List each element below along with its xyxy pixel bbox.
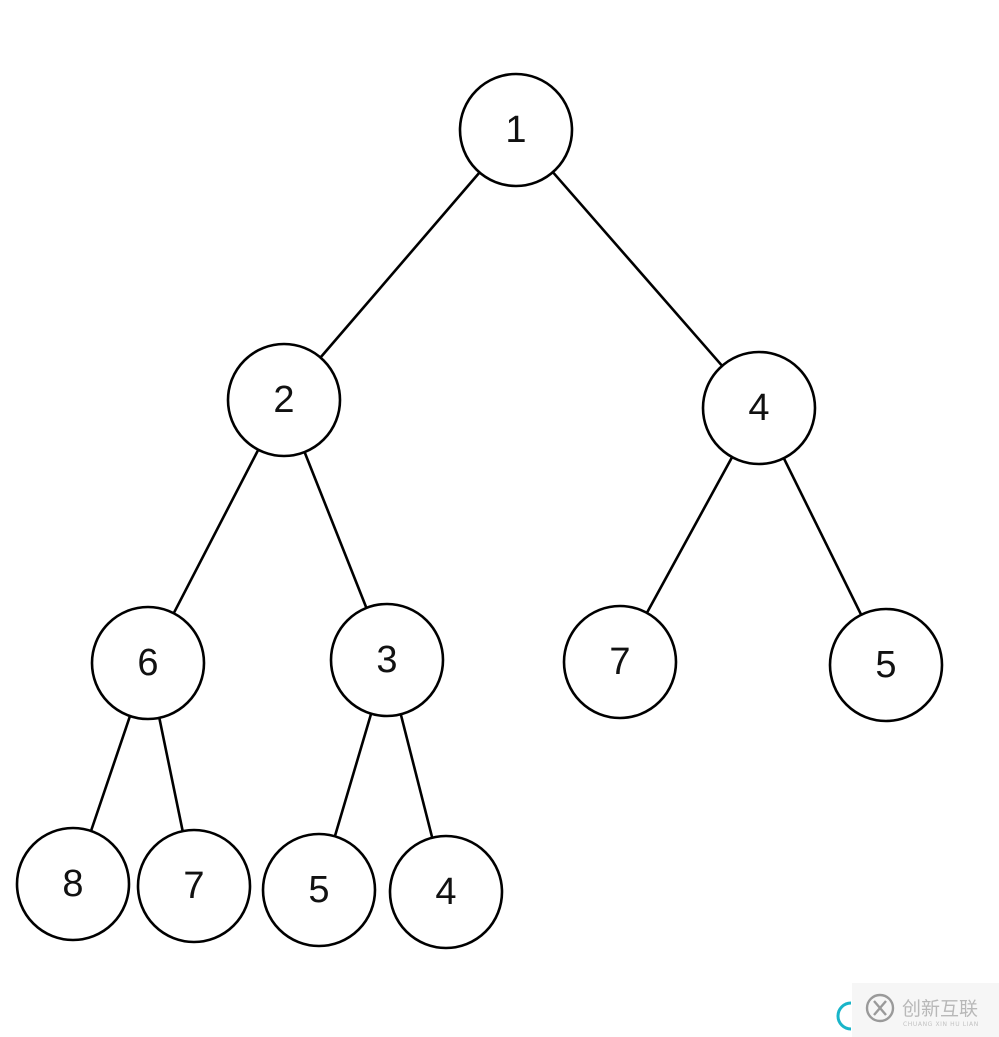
tree-node-circle xyxy=(261,832,377,948)
tree-node-circle xyxy=(329,602,445,718)
tree-edge-n3-n5b xyxy=(333,713,373,837)
tree-node-circle xyxy=(701,350,817,466)
tree-node: 1 xyxy=(458,72,574,188)
tree-node: 5 xyxy=(828,607,944,723)
tree-edge-n4a-n7a xyxy=(645,456,734,614)
tree-node: 7 xyxy=(562,604,678,720)
tree-edge-n2-n6 xyxy=(172,449,260,614)
tree-node-label: 5 xyxy=(308,869,329,911)
tree-node-label: 4 xyxy=(435,871,456,913)
watermark: 创新互联 CHUANG XIN HU LIAN xyxy=(836,983,999,1037)
tree-edge-n1-n4a xyxy=(551,171,724,367)
tree-edge-n3-n4b xyxy=(399,713,434,839)
tree-node: 5 xyxy=(261,832,377,948)
tree-edge-n6-n7b xyxy=(158,717,184,832)
tree-node-label: 6 xyxy=(137,642,158,684)
brand-logo-icon xyxy=(865,993,895,1023)
watermark-brand-subtext: CHUANG XIN HU LIAN xyxy=(903,1021,979,1028)
tree-nodes: 1 2 4 6 3 7 5 8 7 5 4 xyxy=(15,72,944,950)
tree-node-label: 5 xyxy=(875,644,896,686)
tree-node-circle xyxy=(226,342,342,458)
tree-node-label: 4 xyxy=(748,387,769,429)
tree-node-circle xyxy=(15,826,131,942)
tree-node-circle xyxy=(562,604,678,720)
tree-node: 3 xyxy=(329,602,445,718)
tree-node: 4 xyxy=(388,834,504,950)
tree-node: 4 xyxy=(701,350,817,466)
tree-node-circle xyxy=(136,828,252,944)
tree-node-label: 7 xyxy=(183,865,204,907)
tree-node: 2 xyxy=(226,342,342,458)
tree-edges xyxy=(89,171,863,839)
tree-node-label: 2 xyxy=(273,379,294,421)
tree-edge-n2-n3 xyxy=(303,451,368,609)
tree-edge-n1-n2 xyxy=(319,171,481,359)
tree-node-label: 8 xyxy=(62,863,83,905)
tree-node-circle xyxy=(828,607,944,723)
tree-node: 6 xyxy=(90,605,206,721)
tree-node-label: 7 xyxy=(609,641,630,683)
tree-node-circle xyxy=(388,834,504,950)
tree-node-label: 3 xyxy=(376,639,397,681)
watermark-background xyxy=(852,983,999,1037)
tree-node: 7 xyxy=(136,828,252,944)
tree-edge-n4a-n5a xyxy=(782,457,863,616)
accent-arc-icon xyxy=(836,1001,852,1031)
tree-node-circle xyxy=(458,72,574,188)
watermark-brand-text: 创新互联 xyxy=(902,998,978,1020)
tree-node: 8 xyxy=(15,826,131,942)
tree-node-label: 1 xyxy=(505,109,526,151)
tree-edge-n6-n8 xyxy=(89,715,132,832)
tree-node-circle xyxy=(90,605,206,721)
